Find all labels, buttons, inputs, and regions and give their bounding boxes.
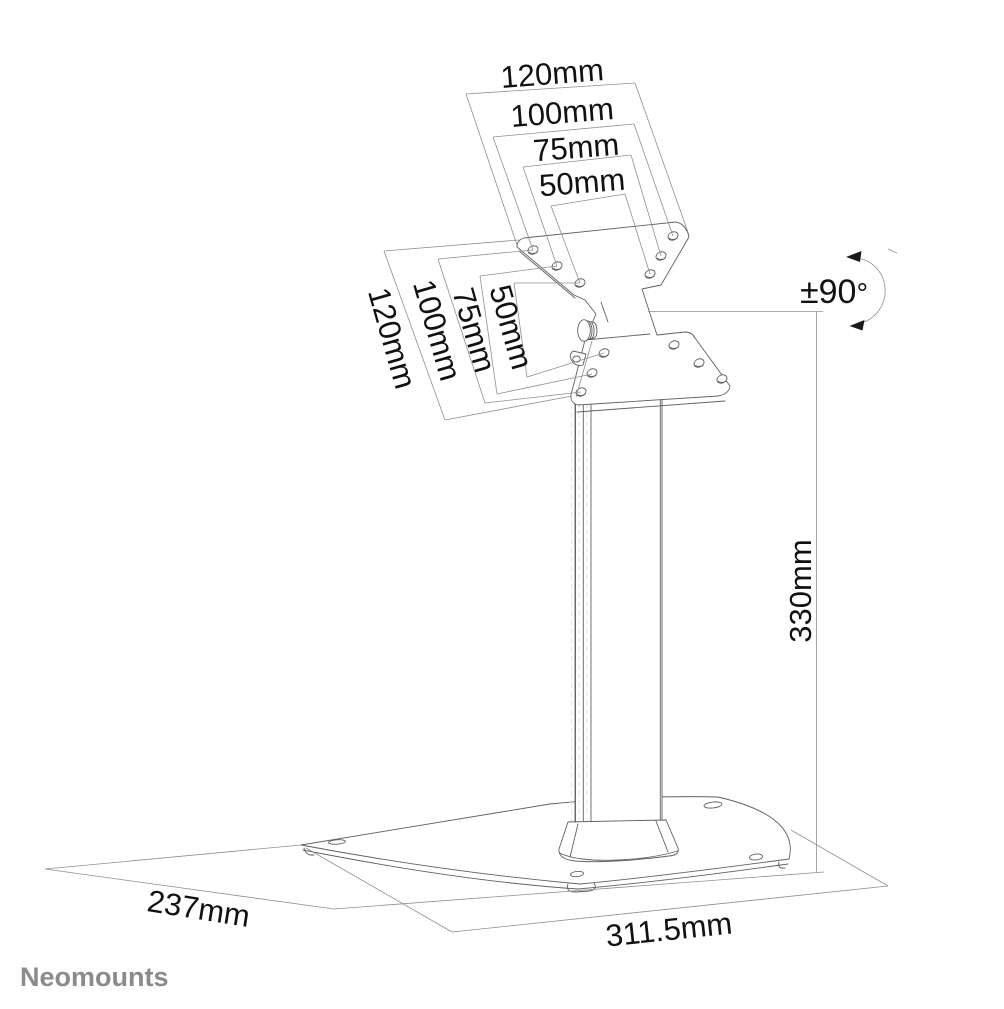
svg-text:±90°: ±90°	[800, 273, 868, 311]
svg-text:75mm: 75mm	[532, 127, 621, 169]
svg-text:Neomounts: Neomounts	[20, 962, 169, 992]
svg-text:50mm: 50mm	[538, 162, 627, 204]
svg-text:100mm: 100mm	[509, 91, 615, 134]
svg-text:330mm: 330mm	[783, 539, 818, 642]
svg-text:120mm: 120mm	[499, 52, 605, 95]
